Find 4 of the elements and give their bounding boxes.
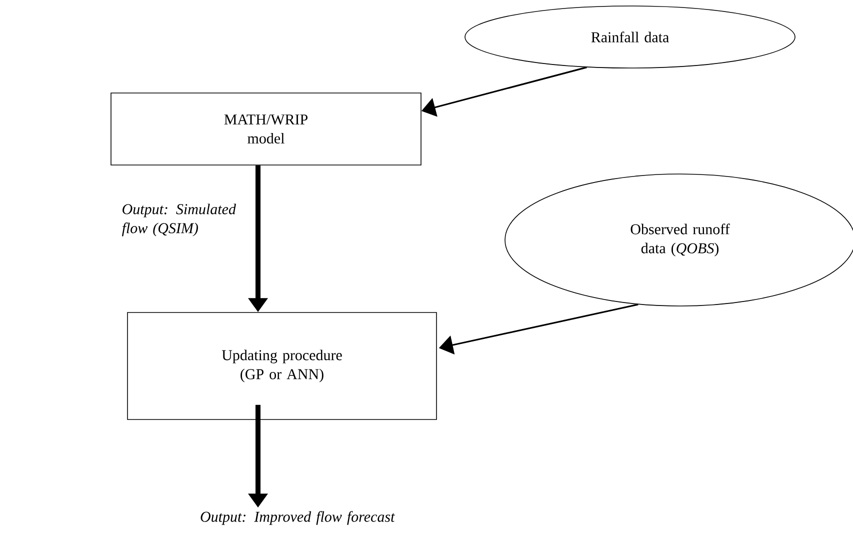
process-box: Updating procedure (GP or ANN) <box>127 312 437 420</box>
process-box: MATH/WRIP model <box>110 92 422 166</box>
output-text: Output: Improved flow forecast <box>200 511 396 525</box>
edge-label: Output: Simulated flow (QSIM) <box>120 202 248 238</box>
